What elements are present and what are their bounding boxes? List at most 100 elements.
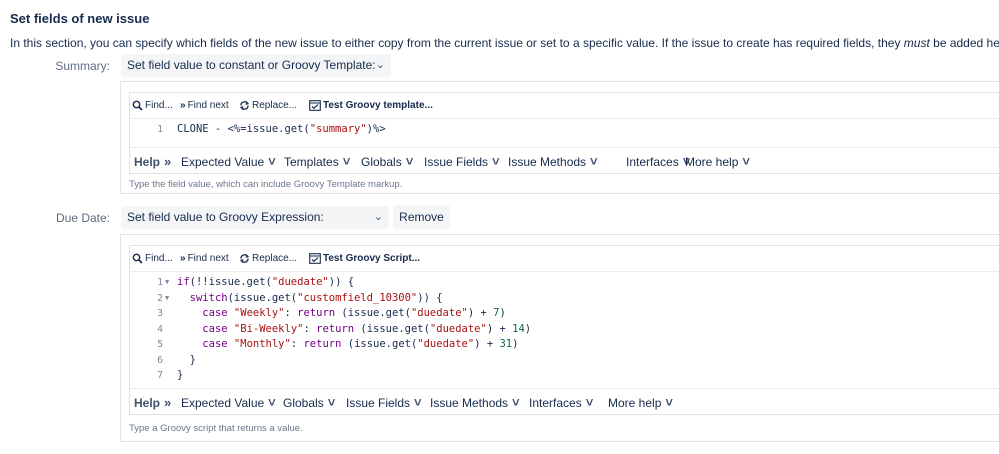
search-icon [132, 100, 143, 111]
due-date-editor: Find... » Find next Replace... Test Groo… [129, 245, 999, 415]
refresh-icon [239, 254, 250, 263]
help-label[interactable]: Help» [134, 395, 172, 410]
find-next-button[interactable]: » Find next [180, 100, 229, 111]
due-date-editor-panel: Find... » Find next Replace... Test Groo… [120, 234, 999, 442]
summary-hint: Type the field value, which can include … [129, 179, 403, 190]
double-chevron-right-icon: » [164, 395, 172, 410]
help-label[interactable]: Help» [134, 154, 172, 169]
summary-mode-select[interactable]: Set field value to constant or Groovy Te… [121, 54, 391, 77]
line-number: 7 [157, 370, 163, 381]
chevron-down-icon: ˅ [590, 154, 598, 169]
help-menu-expected-value[interactable]: Expected Value˅ [181, 154, 276, 169]
help-menu-issue-fields[interactable]: Issue Fields˅ [424, 154, 500, 169]
double-chevron-right-icon: » [180, 100, 186, 111]
help-menu-issue-fields[interactable]: Issue Fields˅ [346, 395, 422, 410]
code-text: switch(issue.get("customfield_10300")) { [189, 291, 443, 304]
code-text: case "Bi-Weekly": return (issue.get("due… [202, 322, 532, 335]
due-date-mode-select-value: Set field value to Groovy Expression: [127, 210, 324, 224]
help-menu-interfaces[interactable]: Interfaces˅ [626, 154, 691, 169]
replace-button[interactable]: Replace... [239, 253, 297, 264]
chevron-down-icon: ˅ [342, 154, 351, 169]
replace-label: Replace... [252, 253, 298, 264]
line-number: 2 [157, 292, 163, 304]
chevron-down-icon: ⌄ [375, 59, 385, 71]
code-text: if(!!issue.get("duedate")) { [177, 276, 355, 288]
code-line[interactable]: 5 case "Monthly": return (issue.get("due… [130, 337, 999, 353]
help-menu-expected-value[interactable]: Expected Value˅ [181, 395, 276, 410]
code-text: } [177, 353, 196, 366]
help-menu-globals[interactable]: Globals˅ [283, 395, 336, 410]
help-menu-interfaces[interactable]: Interfaces˅ [529, 395, 594, 410]
summary-editor-toolbar: Find... » Find next Replace... Test Groo… [130, 93, 999, 119]
code-line[interactable]: 1▼ if(!!issue.get("duedate")) { [130, 275, 999, 291]
replace-button[interactable]: Replace... [239, 100, 297, 111]
line-number: 5 [157, 339, 163, 350]
find-label: Find... [145, 253, 173, 264]
code-text: CLONE - <%=issue.get("summary")%> [177, 123, 386, 135]
find-button[interactable]: Find... [132, 100, 173, 111]
find-next-label: Find next [187, 253, 229, 264]
chevron-down-icon: ˅ [327, 395, 336, 410]
test-script-icon [309, 100, 321, 111]
find-label: Find... [145, 100, 173, 111]
help-menu-globals[interactable]: Globals˅ [361, 154, 414, 169]
chevron-down-icon: ˅ [682, 154, 691, 169]
double-chevron-right-icon: » [180, 253, 186, 264]
code-line[interactable]: 1 CLONE - <%=issue.get("summary")%> [130, 122, 999, 138]
help-menu-issue-methods[interactable]: Issue Methods˅ [430, 395, 520, 410]
description-text: In this section, you can specify which f… [10, 36, 904, 50]
code-text: case "Monthly": return (issue.get("dueda… [202, 338, 519, 350]
chevron-down-icon: ˅ [405, 154, 414, 169]
line-number: 1 [157, 124, 163, 135]
description-emphasis: must [903, 36, 930, 50]
section-description: In this section, you can specify which f… [10, 36, 999, 50]
help-menu-issue-methods[interactable]: Issue Methods˅ [508, 154, 598, 169]
due-date-hint: Type a Groovy script that returns a valu… [129, 423, 303, 434]
find-next-label: Find next [187, 100, 229, 111]
fold-toggle-icon[interactable]: ▼ [165, 293, 170, 302]
chevron-down-icon: ˅ [512, 395, 520, 410]
chevron-down-icon: ⌄ [373, 211, 383, 223]
section-title: Set fields of new issue [10, 11, 150, 26]
due-date-label: Due Date: [55, 211, 110, 225]
remove-button[interactable]: Remove [393, 205, 450, 229]
code-line[interactable]: 3 case "Weekly": return (issue.get("dued… [130, 306, 999, 322]
replace-label: Replace... [252, 100, 298, 111]
summary-label: Summary: [55, 59, 110, 73]
summary-editor-panel: Find... » Find next Replace... Test Groo… [120, 81, 999, 194]
test-template-button[interactable]: Test Groovy template... [309, 100, 433, 111]
chevron-down-icon: ˅ [665, 395, 673, 410]
code-text: case "Weekly": return (issue.get("duedat… [202, 307, 506, 319]
code-line[interactable]: 4 case "Bi-Weekly": return (issue.get("d… [130, 322, 999, 338]
due-date-editor-toolbar: Find... » Find next Replace... Test Groo… [130, 246, 999, 272]
test-script-button[interactable]: Test Groovy Script... [309, 253, 420, 264]
chevron-down-icon: ˅ [742, 154, 750, 169]
help-menu-templates[interactable]: Templates˅ [284, 154, 351, 169]
summary-mode-select-value: Set field value to constant or Groovy Te… [127, 58, 376, 72]
double-chevron-right-icon: » [164, 154, 172, 169]
help-menu-more-help[interactable]: More help˅ [685, 154, 750, 169]
code-line[interactable]: 7} [130, 368, 999, 384]
line-number: 1 [157, 277, 163, 288]
summary-editor: Find... » Find next Replace... Test Groo… [129, 92, 999, 174]
code-line[interactable]: 6 } [130, 353, 999, 369]
chevron-down-icon: ˅ [268, 395, 276, 410]
test-script-icon [309, 253, 321, 264]
chevron-down-icon: ˅ [268, 154, 276, 169]
due-date-code-area[interactable]: 1▼ if(!!issue.get("duedate")) { 2▼ switch(… [130, 272, 999, 384]
find-next-button[interactable]: » Find next [180, 253, 229, 264]
find-button[interactable]: Find... [132, 253, 173, 264]
refresh-icon [239, 101, 250, 110]
fold-toggle-icon[interactable]: ▼ [165, 278, 170, 286]
search-icon [132, 253, 143, 264]
due-date-mode-select[interactable]: Set field value to Groovy Expression: ⌄ [121, 206, 389, 229]
code-text: } [177, 369, 184, 381]
summary-code-area[interactable]: 1 CLONE - <%=issue.get("summary")%> [130, 119, 999, 138]
line-number: 6 [157, 354, 163, 366]
chevron-down-icon: ˅ [585, 395, 594, 410]
code-line[interactable]: 2▼ switch(issue.get("customfield_10300")… [130, 291, 999, 307]
line-number: 4 [157, 323, 163, 335]
due-date-help-bar: Help» Expected Value˅ Globals˅ Issue Fields… [130, 388, 999, 414]
summary-help-bar: Help» Expected Value˅ Templates˅ Globals˅ Is… [130, 147, 999, 173]
help-menu-more-help[interactable]: More help˅ [608, 395, 673, 410]
